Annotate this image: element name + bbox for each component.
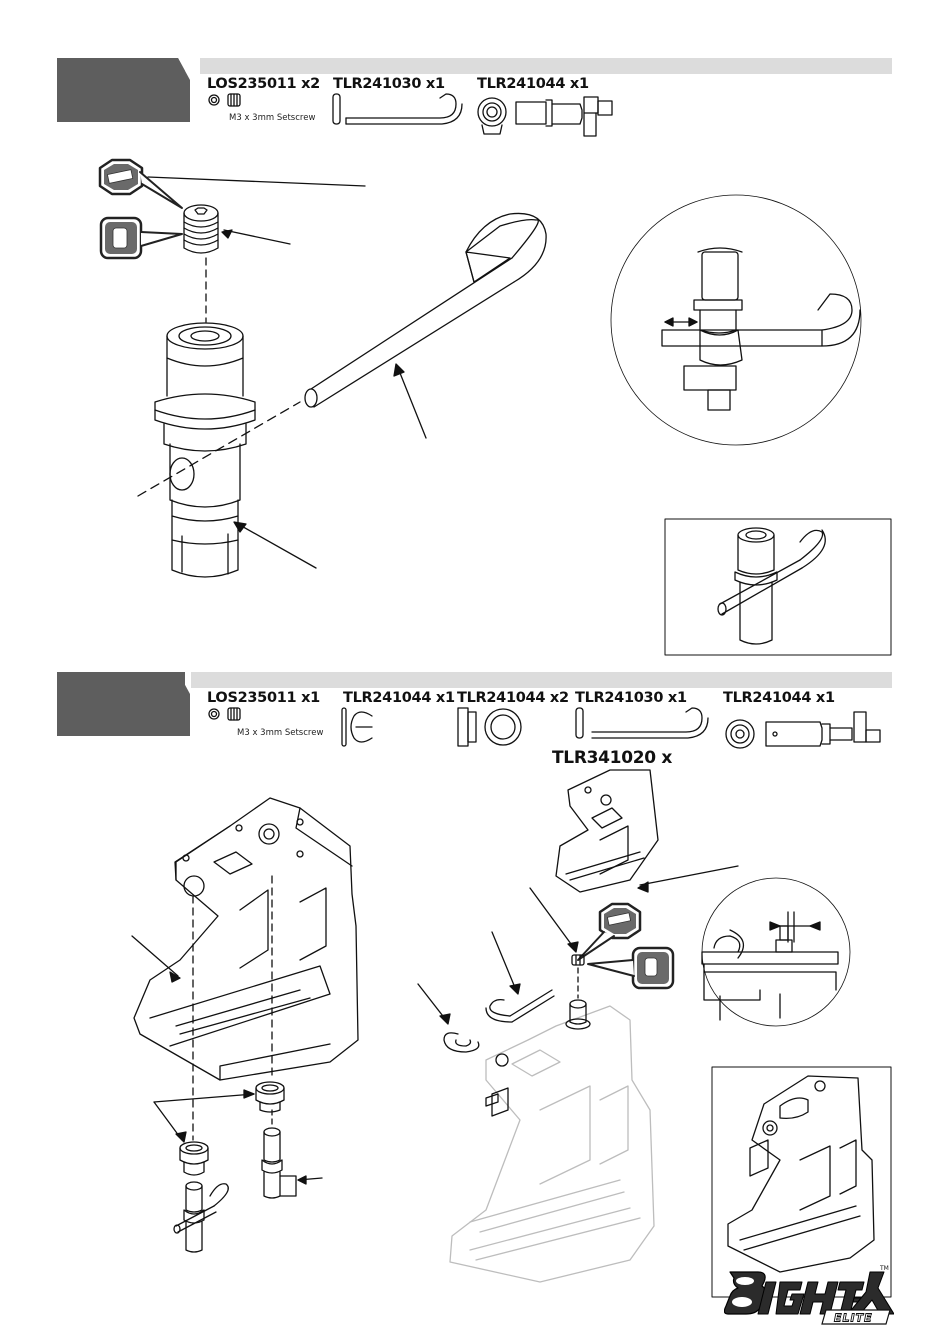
thread-lock-callout-blue (101, 218, 182, 258)
bulkhead-exploded (132, 798, 358, 1080)
setscrew (184, 205, 290, 253)
eight-x-elite-logo: TM ELITE (724, 1262, 894, 1326)
e-clip-b (444, 1033, 479, 1052)
pivot-post-small-right (262, 1128, 322, 1198)
bushing-left (180, 1142, 208, 1175)
hinge-pin-icon (576, 708, 708, 738)
pivot-post-icon (478, 97, 612, 136)
logo-graphic: TM ELITE (724, 1262, 894, 1326)
pivot-post-small-left (174, 1182, 228, 1252)
thread-lock-callout-red (100, 160, 365, 208)
logo-sub-text: ELITE (834, 1312, 873, 1325)
detail-circle-b (702, 878, 850, 1026)
setscrew-icon (209, 708, 240, 720)
bushing-right (256, 1082, 284, 1112)
hinge-pin-drawing (305, 213, 546, 438)
pivot-post-exploded (155, 323, 316, 577)
bulkhead-preview (556, 770, 658, 892)
setscrew-icon (209, 94, 240, 106)
hinge-pin-icon (333, 94, 462, 124)
thread-lock-callout-red-b (578, 904, 640, 960)
thread-lock-callout-blue-b (588, 948, 673, 988)
trademark-text: TM (879, 1265, 889, 1272)
bushing-icon (458, 708, 521, 746)
detail-circle-a (611, 195, 861, 445)
final-view-box-a (665, 519, 891, 655)
pivot-post-icon (726, 712, 880, 748)
bulkhead-installed (450, 1006, 654, 1282)
pin-axis-dashline (138, 402, 300, 496)
hinge-pin-b (486, 990, 554, 1022)
e-clip-icon (342, 708, 372, 746)
